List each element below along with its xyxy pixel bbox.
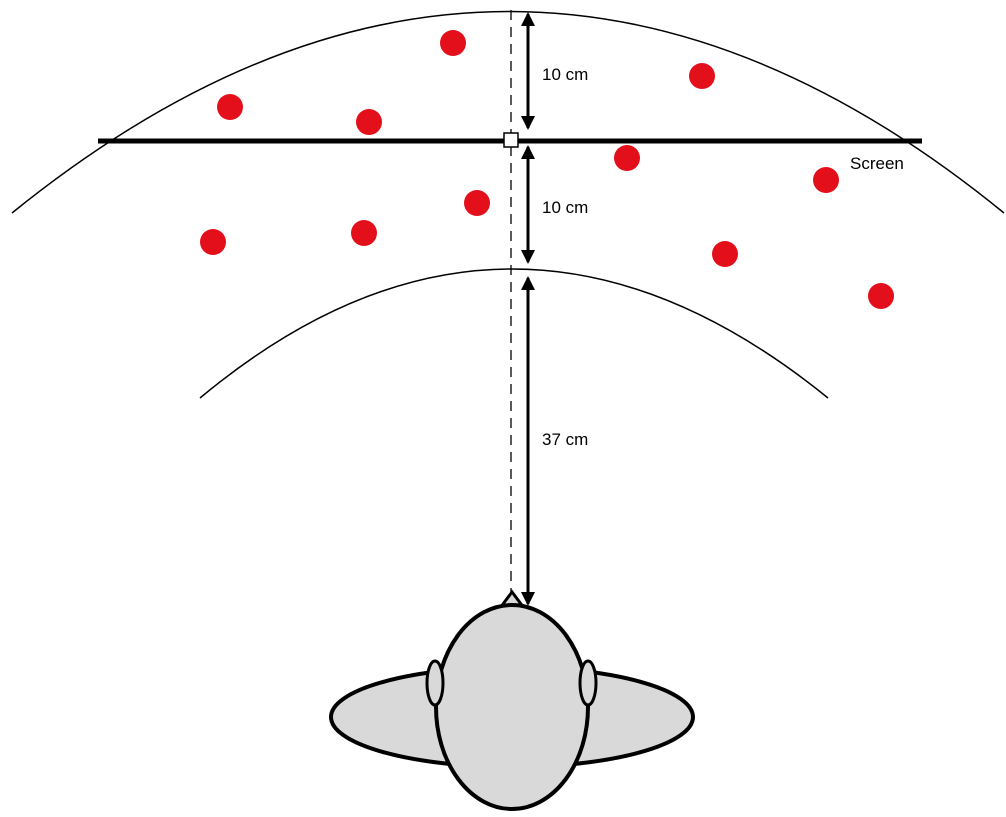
outer-arc [11,10,1005,214]
red-dot [351,220,377,246]
fixation-square [503,132,519,148]
red-dot [440,30,466,56]
red-dot [689,63,715,89]
lower-distance-label: 10 cm [542,198,588,217]
dots-group [200,30,894,309]
red-dot [813,167,839,193]
left-ear [425,659,445,707]
right-ear [578,659,598,707]
red-dot [712,241,738,267]
red-dot [200,229,226,255]
red-dot [868,283,894,309]
upper-distance-label: 10 cm [542,65,588,84]
viewing-distance-label: 37 cm [542,430,588,449]
head-top-view [329,589,695,811]
red-dot [464,190,490,216]
red-dot [356,109,382,135]
screen-label: Screen [850,154,904,173]
red-dot [217,94,243,120]
head-oval [434,603,590,811]
red-dot [614,145,640,171]
inner-arc [199,268,829,399]
